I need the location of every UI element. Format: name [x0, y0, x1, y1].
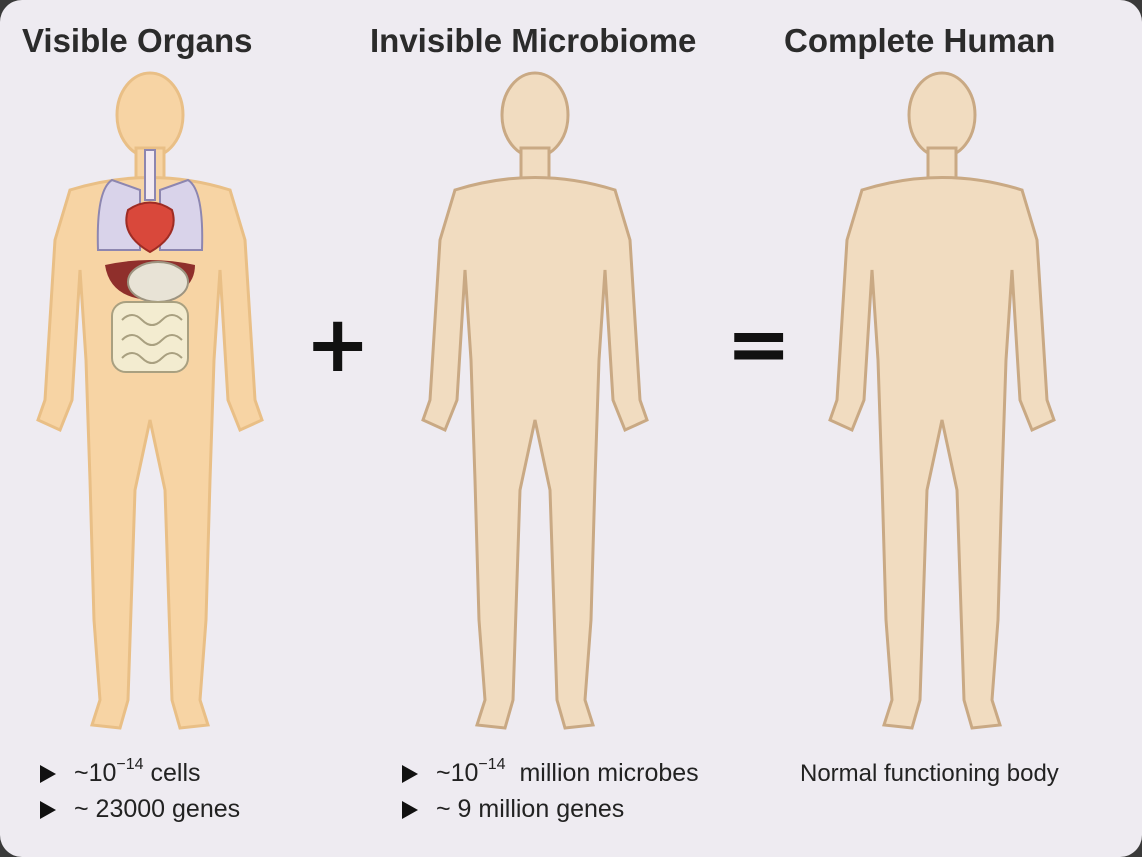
microbes-suffix: million microbes [505, 759, 699, 787]
human-genes-fact: ~ 23000 genes [40, 791, 240, 827]
heading-invisible-microbiome: Invisible Microbiome [370, 22, 697, 59]
microbes-fact: ~10−14 million microbes [402, 755, 699, 791]
human-body-organs-icon [0, 60, 300, 750]
organs-facts: ~10−14 cells ~ 23000 genes [40, 755, 240, 827]
equals-operator: = [726, 300, 792, 390]
human-body-complete-icon [792, 60, 1092, 750]
cells-exponent: −14 [116, 756, 144, 773]
microbe-genes-fact: ~ 9 million genes [402, 791, 699, 827]
human-genes-text: ~ 23000 genes [74, 795, 241, 823]
cells-prefix: ~10 [74, 759, 117, 787]
right-triangle-bullet-icon [402, 765, 418, 783]
plus-operator: + [305, 300, 371, 390]
cells-suffix: cells [143, 759, 201, 787]
microbes-prefix: ~10 [436, 759, 479, 787]
microbiome-facts: ~10−14 million microbes ~ 9 million gene… [402, 755, 699, 827]
microbes-exponent: −14 [478, 756, 506, 773]
heading-visible-organs: Visible Organs [22, 22, 253, 59]
heading-complete-human: Complete Human [784, 22, 1056, 59]
right-triangle-bullet-icon [40, 765, 56, 783]
cells-fact: ~10−14 cells [40, 755, 240, 791]
right-triangle-bullet-icon [40, 801, 56, 819]
normal-functioning-caption: Normal functioning body [800, 760, 1059, 787]
microbe-genes-text: ~ 9 million genes [436, 795, 625, 823]
human-body-microbiome-icon [385, 60, 685, 750]
right-triangle-bullet-icon [402, 801, 418, 819]
